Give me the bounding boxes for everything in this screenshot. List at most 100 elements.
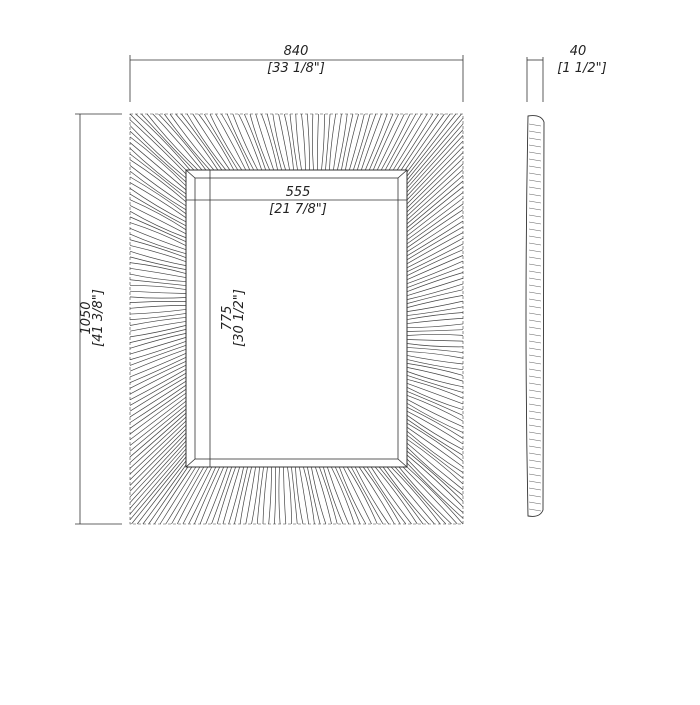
frame-ray bbox=[406, 129, 464, 193]
frame-ray bbox=[129, 142, 187, 191]
frame-ray bbox=[406, 232, 464, 265]
side-ridge bbox=[528, 340, 542, 344]
frame-ray bbox=[299, 466, 310, 525]
frame-ray bbox=[188, 466, 217, 525]
frame-ray bbox=[406, 186, 464, 233]
frame-ray bbox=[181, 113, 223, 171]
frame-ray bbox=[406, 323, 464, 328]
frame-ray bbox=[129, 136, 187, 187]
frame-ray bbox=[129, 408, 187, 458]
frame-ray bbox=[228, 466, 244, 525]
frame-ray bbox=[129, 384, 187, 423]
frame-ray bbox=[406, 334, 464, 336]
frame-ray bbox=[406, 414, 464, 451]
frame-ray bbox=[330, 466, 355, 525]
frame-ray bbox=[251, 466, 260, 525]
frame-outer-edge bbox=[129, 113, 464, 525]
frame-ray bbox=[129, 290, 187, 294]
side-ridge bbox=[528, 144, 542, 148]
frame-ray bbox=[129, 420, 187, 475]
frame-ray bbox=[129, 125, 187, 179]
frame-ray bbox=[406, 390, 464, 416]
frame-ray bbox=[346, 466, 378, 525]
frame-ray bbox=[303, 466, 315, 525]
frame-ray bbox=[406, 249, 464, 277]
side-ridge bbox=[528, 207, 542, 211]
frame-ray bbox=[129, 233, 187, 255]
side-ridge bbox=[528, 389, 542, 393]
frame-ray bbox=[136, 460, 187, 525]
mirror-opening bbox=[185, 169, 408, 468]
frame-ray bbox=[406, 113, 451, 173]
side-ridge bbox=[528, 319, 542, 323]
frame-ray bbox=[406, 378, 464, 399]
frame-ray bbox=[368, 113, 394, 171]
side-ridge bbox=[528, 396, 542, 400]
frame-ray bbox=[406, 394, 464, 422]
side-ridge bbox=[528, 263, 542, 267]
frame-ray bbox=[406, 466, 464, 525]
frame-ray bbox=[289, 113, 298, 171]
frame-ray bbox=[406, 220, 464, 257]
frame-ray bbox=[129, 396, 187, 441]
frame-ray bbox=[362, 466, 401, 525]
frame-ray bbox=[406, 152, 464, 209]
frame-ray bbox=[159, 466, 197, 525]
frame-ray bbox=[278, 466, 281, 525]
frame-ray bbox=[321, 113, 325, 171]
frame-ray bbox=[141, 113, 195, 171]
frame-ray bbox=[129, 301, 187, 303]
frame-ray bbox=[216, 466, 236, 525]
frame-ray bbox=[406, 438, 464, 485]
side-ridge bbox=[528, 403, 542, 407]
frame-ray bbox=[406, 462, 464, 519]
frame-ray bbox=[376, 113, 405, 171]
frame-ray bbox=[406, 371, 464, 388]
frame-ray bbox=[334, 466, 361, 525]
frame-ray bbox=[406, 343, 464, 348]
frame-ray bbox=[234, 466, 248, 525]
frame-ray bbox=[129, 428, 187, 486]
frame-ray bbox=[372, 113, 399, 171]
frame-ray bbox=[319, 466, 338, 525]
side-ridge bbox=[528, 200, 542, 204]
frame-ray bbox=[171, 466, 205, 525]
frame-ray bbox=[406, 454, 464, 508]
frame-ray bbox=[406, 382, 464, 405]
frame-ray bbox=[129, 380, 187, 418]
frame-ray bbox=[341, 113, 354, 171]
frame-ray bbox=[129, 210, 187, 239]
side-ridge bbox=[528, 473, 542, 477]
frame-ray bbox=[406, 446, 464, 496]
frame-ray bbox=[194, 466, 221, 525]
frame-ray bbox=[158, 113, 207, 171]
frame-ray bbox=[129, 364, 187, 395]
frame-ray bbox=[380, 113, 411, 171]
frame-ray bbox=[129, 148, 187, 195]
frame-ray bbox=[129, 348, 187, 372]
frame-ray bbox=[394, 466, 447, 525]
frame-ray bbox=[406, 418, 464, 456]
frame-ray bbox=[198, 113, 235, 171]
frame-ray bbox=[406, 398, 464, 428]
frame-ray bbox=[326, 466, 350, 525]
frame-ray bbox=[129, 227, 187, 251]
frame-ray bbox=[129, 130, 187, 183]
frame-ray bbox=[338, 466, 367, 525]
frame-ray bbox=[374, 466, 418, 525]
frame-ray bbox=[404, 113, 445, 171]
frame-ray bbox=[129, 305, 187, 309]
frame-ray bbox=[278, 113, 290, 171]
frame-ray bbox=[131, 456, 187, 525]
frame-ray bbox=[199, 466, 225, 525]
frame-ray bbox=[182, 466, 213, 525]
frame-ray bbox=[317, 113, 319, 171]
frame-ray bbox=[129, 344, 187, 366]
frame-ray bbox=[406, 255, 464, 281]
frame-ray bbox=[239, 466, 252, 525]
frame-ray bbox=[268, 466, 272, 525]
frame-ray bbox=[406, 283, 464, 300]
depth-dimension-line bbox=[526, 57, 544, 102]
frame-ray bbox=[165, 466, 201, 525]
side-ridge bbox=[528, 179, 542, 183]
